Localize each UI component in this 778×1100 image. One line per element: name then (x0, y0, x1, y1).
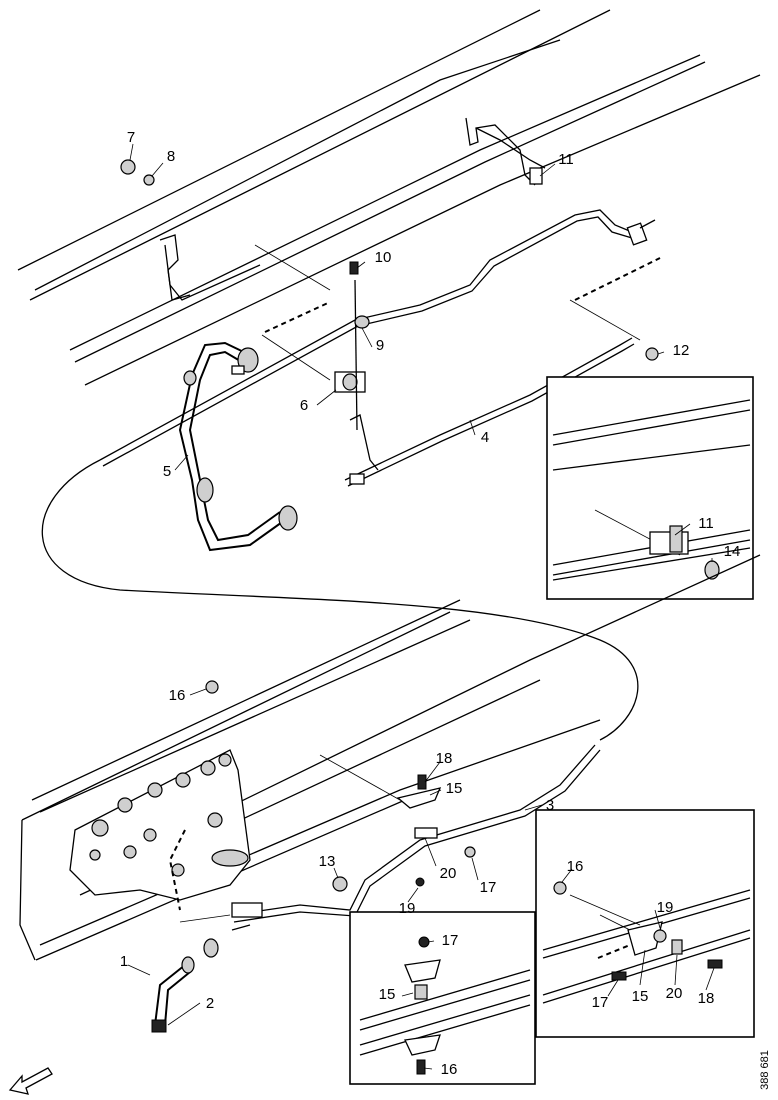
callout-9: 9 (376, 337, 384, 354)
callout-16-inset-a: 16 (441, 1061, 458, 1078)
pipe-continuation-curve (41, 459, 639, 741)
front-direction-arrow (8, 1067, 53, 1095)
callout-6: 6 (300, 397, 308, 414)
callout-4: 4 (481, 429, 489, 446)
upper-bracket (465, 117, 546, 186)
callout-16-main: 16 (169, 687, 186, 704)
callout-19-inset-b: 19 (657, 899, 674, 916)
callout-20-main: 20 (440, 865, 457, 882)
leader-line (569, 299, 641, 341)
callout-3: 3 (546, 797, 554, 814)
callout-2: 2 (206, 995, 214, 1012)
callout-17-inset-b: 17 (592, 994, 609, 1011)
callout-8: 8 (167, 148, 175, 165)
nut-12 (645, 347, 659, 361)
hose-1 (151, 938, 219, 1033)
assembly-line (264, 301, 331, 333)
lower-clamp-bracket (179, 754, 476, 923)
callout-16-inset-b: 16 (567, 858, 584, 875)
callout-15-main: 15 (446, 780, 463, 797)
drawing-reference-number: 388 681 (759, 1050, 771, 1090)
callout-15-inset-a: 15 (379, 986, 396, 1003)
flexible-hose-5 (178, 341, 298, 552)
callout-17-inset-a: 17 (442, 932, 459, 949)
inset-clamp-detail-a (349, 911, 536, 1085)
bolt-10 (349, 261, 359, 275)
brake-pipe-4 (99, 209, 656, 487)
callout-14: 14 (724, 543, 741, 560)
callout-17-main: 17 (480, 879, 497, 896)
callout-leaders (127, 143, 715, 1070)
callout-10: 10 (375, 249, 392, 266)
nut-13 (332, 876, 348, 892)
callout-5: 5 (163, 463, 171, 480)
callout-11-inset: 11 (698, 515, 714, 532)
callout-18-main: 18 (436, 750, 453, 767)
leader-line (261, 334, 331, 381)
leader-line (254, 244, 331, 291)
inset-bracket-detail (546, 376, 754, 600)
callout-18-inset-b: 18 (698, 990, 715, 1007)
washer-8 (143, 174, 155, 186)
nut-7 (120, 159, 136, 175)
callout-20-inset-b: 20 (666, 985, 683, 1002)
callout-labels: 7 8 10 11 9 12 6 4 5 11 14 16 18 15 3 13… (120, 129, 741, 1078)
inset-clamp-detail-b (535, 809, 755, 1038)
pipe-clamp-bracket (334, 279, 379, 485)
upper-frame-rail (17, 9, 761, 386)
callout-15-inset-b: 15 (632, 988, 649, 1005)
brake-pipe-3 (231, 744, 601, 931)
callout-11-upper: 11 (558, 151, 574, 168)
callout-13: 13 (319, 853, 336, 870)
callout-19-main: 19 (399, 900, 416, 917)
callout-1: 1 (120, 953, 128, 970)
cross-member-plate (69, 749, 251, 911)
assembly-line (574, 257, 661, 301)
callout-7: 7 (127, 129, 135, 146)
nut-16 (205, 680, 219, 694)
callout-12: 12 (673, 342, 690, 359)
